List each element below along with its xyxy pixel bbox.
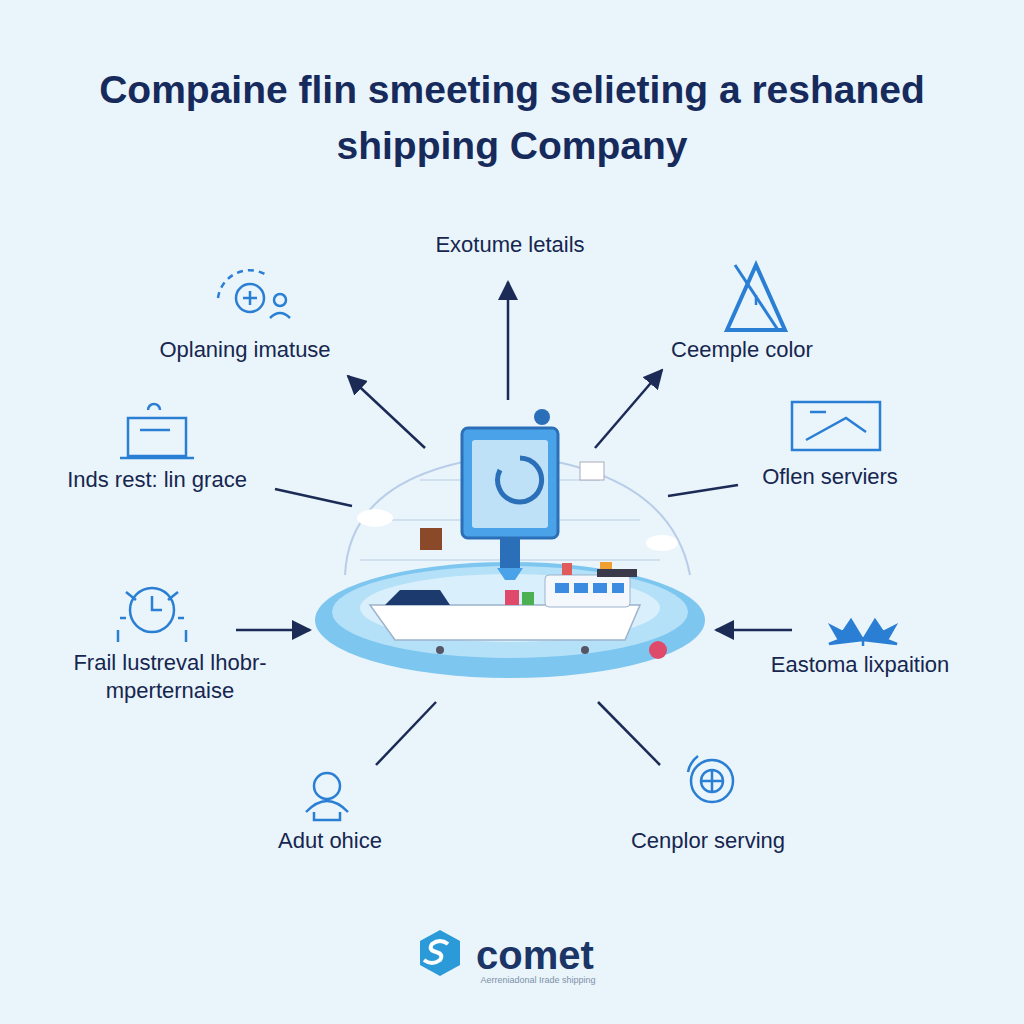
feature-label: Ceemple color <box>671 337 813 363</box>
logo-tagline: Aerreniadonal Irade shipping <box>480 975 595 985</box>
logo-text: comet <box>476 933 594 978</box>
ship-scene <box>315 409 705 678</box>
feature-label: Frail lustreval lhobr-mperternaise <box>50 649 290 705</box>
feature-label: Eastoma lixpaition <box>771 652 950 678</box>
icons <box>118 265 897 820</box>
feature-label: Cenplor serving <box>631 828 785 854</box>
feature-label: Exotume letails <box>435 232 584 258</box>
logo-mark <box>420 930 460 976</box>
feature-label: Oflen serviers <box>762 464 898 490</box>
feature-label: Inds rest: lin grace <box>67 467 247 493</box>
page-title: Compaine flin smeeting selieting a resha… <box>62 62 962 174</box>
feature-label: Oplaning imatuse <box>159 337 330 363</box>
feature-label: Adut ohice <box>278 828 382 854</box>
